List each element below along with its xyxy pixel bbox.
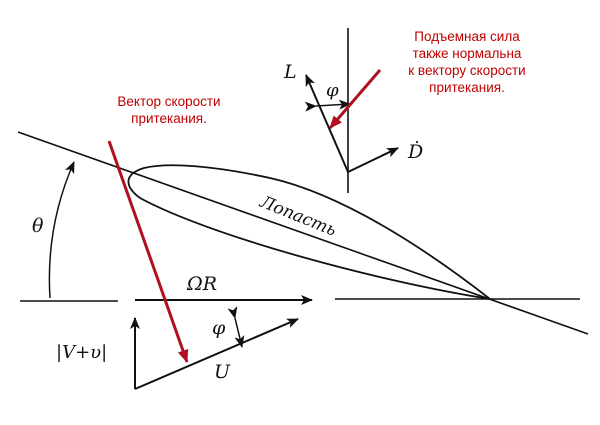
phi-upper-label: φ (326, 80, 339, 101)
omega-r-label: ΩR (186, 273, 217, 295)
blade-label: Лопасть (256, 192, 339, 241)
velocity-vector-note-line-1: Вектор скорости (117, 94, 220, 109)
velocity-vector-red-arrow (107, 140, 189, 364)
theta-label: θ (32, 215, 44, 237)
u-label: U (214, 361, 231, 383)
blade-airfoil (127, 164, 494, 301)
lift-note-red-arrow (328, 69, 382, 129)
lift-note-line-2: также нормальна (413, 46, 522, 61)
u-arrow (134, 318, 299, 390)
lift-note-line-4: притекания. (429, 80, 505, 95)
lift-note-line-1: Подъемная сила (414, 29, 520, 44)
phi-lower-arrow (227, 306, 245, 348)
lift-note-line-3: к вектору скорости (408, 63, 525, 78)
velocity-vector-note-line-2: притекания. (131, 111, 207, 126)
l-label: L (283, 61, 297, 83)
chord-line (17, 131, 589, 335)
phi-upper-arrow (304, 99, 351, 112)
phi-lower-label: φ (212, 317, 226, 339)
velocity-vector-note: Вектор скорости притекания. (117, 94, 220, 126)
v-plus-v-label: |V+υ| (56, 342, 107, 363)
d-arrow (347, 147, 399, 173)
theta-arc (48, 161, 75, 299)
d-label: Ḋ (407, 140, 423, 163)
l-arrow (305, 74, 349, 173)
lift-note: Подъемная сила также нормальна к вектору… (408, 29, 525, 95)
